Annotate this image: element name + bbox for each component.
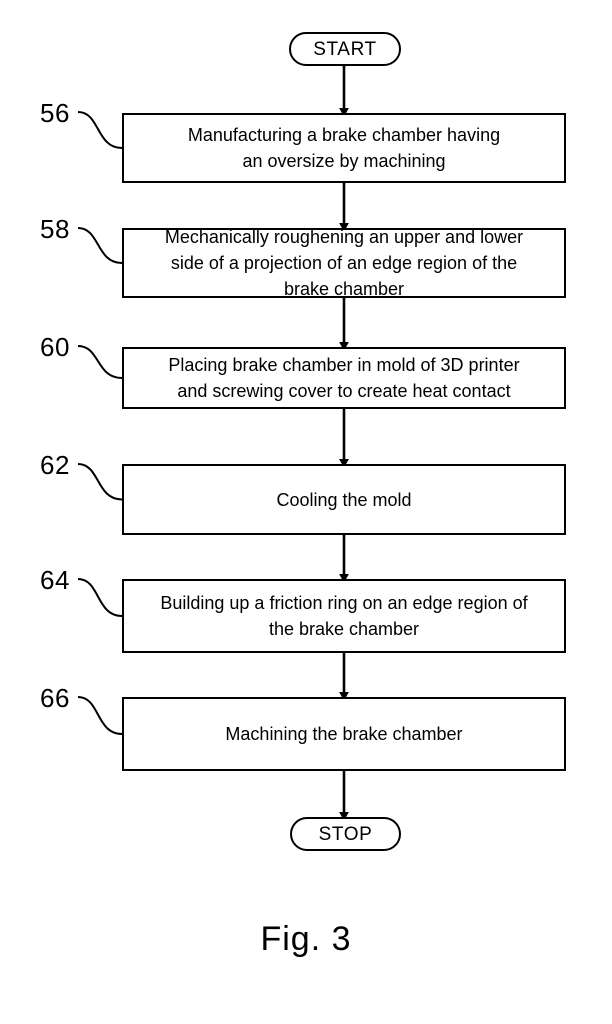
- reference-numeral-60: 60: [40, 332, 70, 362]
- process-box-66-label: Machining the brake chamber: [225, 724, 463, 744]
- process-box-66: Machining the brake chamber: [122, 697, 566, 771]
- terminal-start-label: START: [313, 38, 377, 60]
- reference-numeral-66: 66: [40, 683, 70, 713]
- process-box-56: Manufacturing a brake chamber having an …: [122, 113, 566, 183]
- terminal-stop: STOP: [290, 817, 401, 851]
- process-box-62: Cooling the mold: [122, 464, 566, 535]
- process-box-60: Placing brake chamber in mold of 3D prin…: [122, 347, 566, 409]
- reference-numeral-56: 56: [40, 98, 70, 128]
- process-box-56-label: Manufacturing a brake chamber having an …: [187, 125, 501, 171]
- reference-numeral-62: 62: [40, 450, 70, 480]
- process-box-64-label: Building up a friction ring on an edge r…: [160, 593, 528, 639]
- terminal-stop-label: STOP: [318, 823, 373, 845]
- process-box-62-label: Cooling the mold: [276, 489, 412, 510]
- process-box-58: Mechanically roughening an upper and low…: [122, 227, 566, 299]
- reference-numeral-58: 58: [40, 214, 70, 244]
- process-box-58-label: Mechanically roughening an upper and low…: [164, 227, 524, 299]
- process-box-64: Building up a friction ring on an edge r…: [122, 579, 566, 653]
- terminal-start: START: [289, 32, 401, 66]
- reference-numeral-64: 64: [40, 565, 70, 595]
- figure-caption: Fig. 3: [260, 920, 352, 958]
- process-box-60-label: Placing brake chamber in mold of 3D prin…: [168, 355, 520, 401]
